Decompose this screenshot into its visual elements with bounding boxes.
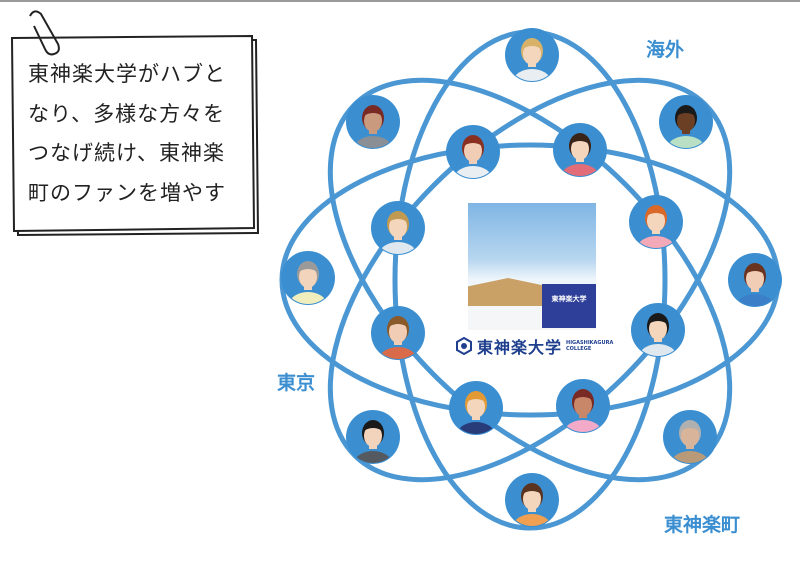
person-avatar <box>505 473 559 527</box>
person-avatar <box>281 251 335 305</box>
person-avatar <box>663 410 717 464</box>
person-avatar <box>371 306 425 360</box>
campus-sign: 東神楽大学 <box>542 284 596 328</box>
person-avatar <box>556 379 610 433</box>
person-avatar <box>629 195 683 249</box>
note-line: 町のファンを増やす <box>28 180 226 205</box>
note-frame <box>10 34 260 237</box>
label-town: 東神楽町 <box>664 514 741 536</box>
person-avatar <box>728 253 782 307</box>
logo-en-2: COLLEGE <box>566 346 592 352</box>
sticky-note <box>10 10 260 240</box>
top-divider <box>0 0 800 2</box>
note-line: つなげ続け、東神楽 <box>28 141 225 165</box>
note-text: 東神楽大学がハブと なり、多様な方々を つなげ続け、東神楽 町のファンを増やす <box>28 55 258 213</box>
college-emblem-icon <box>456 337 472 355</box>
note-line: なり、多様な方々を <box>28 101 226 126</box>
logo-name: 東神楽大学 <box>477 338 563 357</box>
note-line: 東神楽大学がハブと <box>28 62 226 86</box>
person-avatar <box>346 410 400 464</box>
campus-photo: 東神楽大学 <box>468 203 596 330</box>
person-avatar <box>505 28 559 82</box>
person-avatar <box>449 381 503 435</box>
person-avatar <box>371 201 425 255</box>
label-tokyo: 東京 <box>277 372 316 394</box>
label-overseas: 海外 <box>646 39 685 61</box>
person-avatar <box>346 95 400 149</box>
logo-en-1: HIGASHIKAGURA <box>566 340 614 346</box>
building <box>468 278 548 306</box>
person-avatar <box>446 125 500 179</box>
paperclip-icon <box>29 10 60 56</box>
person-avatar <box>631 303 685 357</box>
person-avatar <box>553 123 607 177</box>
person-avatar <box>659 95 713 149</box>
